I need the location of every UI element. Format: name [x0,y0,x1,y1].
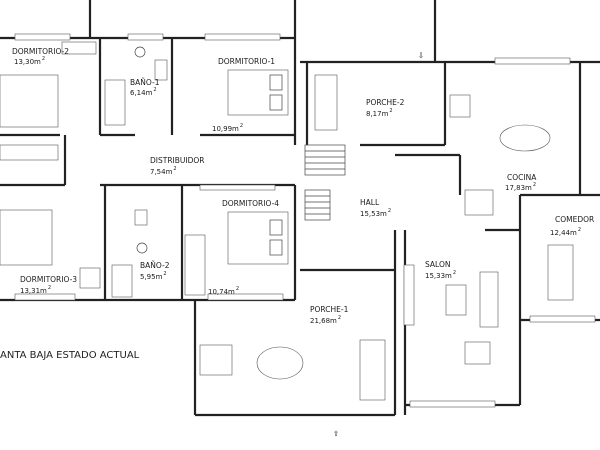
room-area-exponent: 2 [240,123,243,129]
room-area-exponent: 2 [153,87,156,93]
room-area-exponent: 2 [388,208,391,214]
bed-dormitorio-2 [0,74,59,128]
room-name-porche-1: PORCHE-1 [310,305,349,314]
room-area-exponent: 2 [578,227,581,233]
room-area-dormitorio-3: 13,31m [20,287,47,295]
room-area-exponent: 2 [533,182,536,188]
fixtures: ⇩ ⇧ [0,33,596,438]
stairs [304,144,346,221]
room-area-exponent: 2 [453,270,456,276]
room-area-hall: 15,53m [360,210,387,218]
room-name-bano-1: BAÑO-1 [130,78,160,87]
room-name-salon: SALON [425,260,450,269]
bed-dormitorio-3 [0,209,53,266]
room-name-dormitorio-3: DORMITORIO-3 [20,275,77,284]
room-area-comedor: 12,44m [550,229,577,237]
room-area-dormitorio-2: 13,30m [14,58,41,66]
room-name-dormitorio-1: DORMITORIO-1 [218,57,275,66]
room-name-cocina: COCINA [507,173,537,182]
room-name-hall: HALL [360,198,380,207]
room-area-exponent: 2 [173,166,176,172]
svg-text:⇧: ⇧ [333,429,339,438]
room-area-distribuidor: 7,54m [150,168,173,176]
room-area-bano-2: 5,95m [140,273,163,281]
room-name-comedor: COMEDOR [555,215,594,224]
room-area-exponent: 2 [48,285,51,291]
room-area-salon: 15,33m [425,272,452,280]
room-name-distribuidor: DISTRIBUIDOR [150,156,205,165]
room-name-dormitorio-4: DORMITORIO-4 [222,199,279,208]
room-area-exponent: 2 [163,271,166,277]
room-area-bano-1: 6,14m [130,89,153,97]
room-area-dormitorio-1: 10,99m [212,125,239,133]
room-area-porche-2: 8,17m [366,110,389,118]
room-area-exponent: 2 [236,286,239,292]
room-name-porche-2: PORCHE-2 [366,98,405,107]
bed-dormitorio-1 [227,69,289,116]
plan-title: ANTA BAJA ESTADO ACTUAL [0,350,140,361]
room-name-dormitorio-2: DORMITORIO-2 [12,47,69,56]
room-area-dormitorio-4: 10,74m [208,288,235,296]
room-area-cocina: 17,83m [505,184,532,192]
room-name-bano-2: BAÑO-2 [140,261,170,270]
svg-text:⇩: ⇩ [418,51,424,60]
room-area-exponent: 2 [42,56,45,62]
room-area-porche-1: 21,68m [310,317,337,325]
room-area-exponent: 2 [338,315,341,321]
room-area-exponent: 2 [389,108,392,114]
